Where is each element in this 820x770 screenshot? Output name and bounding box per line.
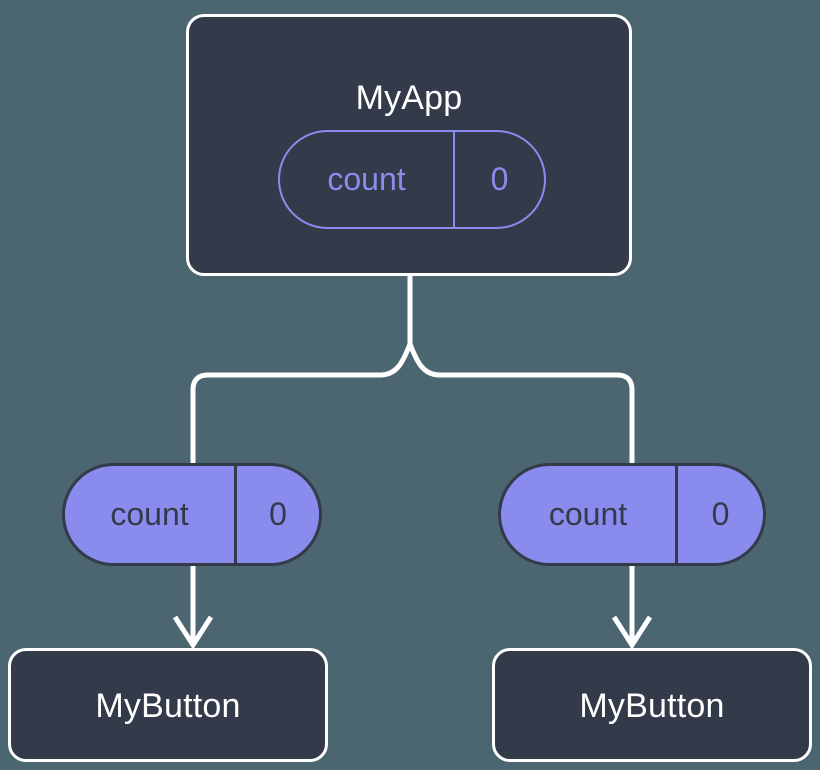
component-label-mybutton-right: MyButton	[579, 687, 725, 725]
state-pill-owner-key-cell: count	[280, 132, 453, 227]
state-pill-right-key-cell: count	[501, 466, 675, 563]
component-node-mybutton-left[interactable]: MyButton	[8, 648, 328, 762]
component-label-mybutton-left: MyButton	[95, 687, 241, 725]
state-pill-right[interactable]: count 0	[498, 463, 766, 566]
component-label-myapp: MyApp	[355, 79, 463, 117]
component-node-mybutton-right[interactable]: MyButton	[492, 648, 812, 762]
state-pill-right-key: count	[548, 496, 628, 532]
state-pill-left[interactable]: count 0	[62, 463, 322, 566]
state-pill-left-key: count	[110, 496, 189, 532]
wire-arrow-left-head	[172, 615, 214, 650]
state-pill-owner-value: 0	[490, 161, 509, 197]
state-pill-left-value-cell: 0	[234, 466, 319, 563]
state-pill-right-value: 0	[711, 496, 730, 532]
state-pill-right-value-cell: 0	[675, 466, 763, 563]
wire-branch-left	[190, 341, 413, 466]
wire-arrow-right-head	[611, 615, 653, 650]
state-pill-owner[interactable]: count 0	[278, 130, 546, 229]
state-pill-owner-key: count	[327, 161, 406, 197]
state-pill-left-key-cell: count	[65, 466, 234, 563]
wire-branch-right	[407, 341, 635, 466]
state-pill-left-value: 0	[269, 496, 287, 532]
state-pill-owner-value-cell: 0	[453, 132, 544, 227]
